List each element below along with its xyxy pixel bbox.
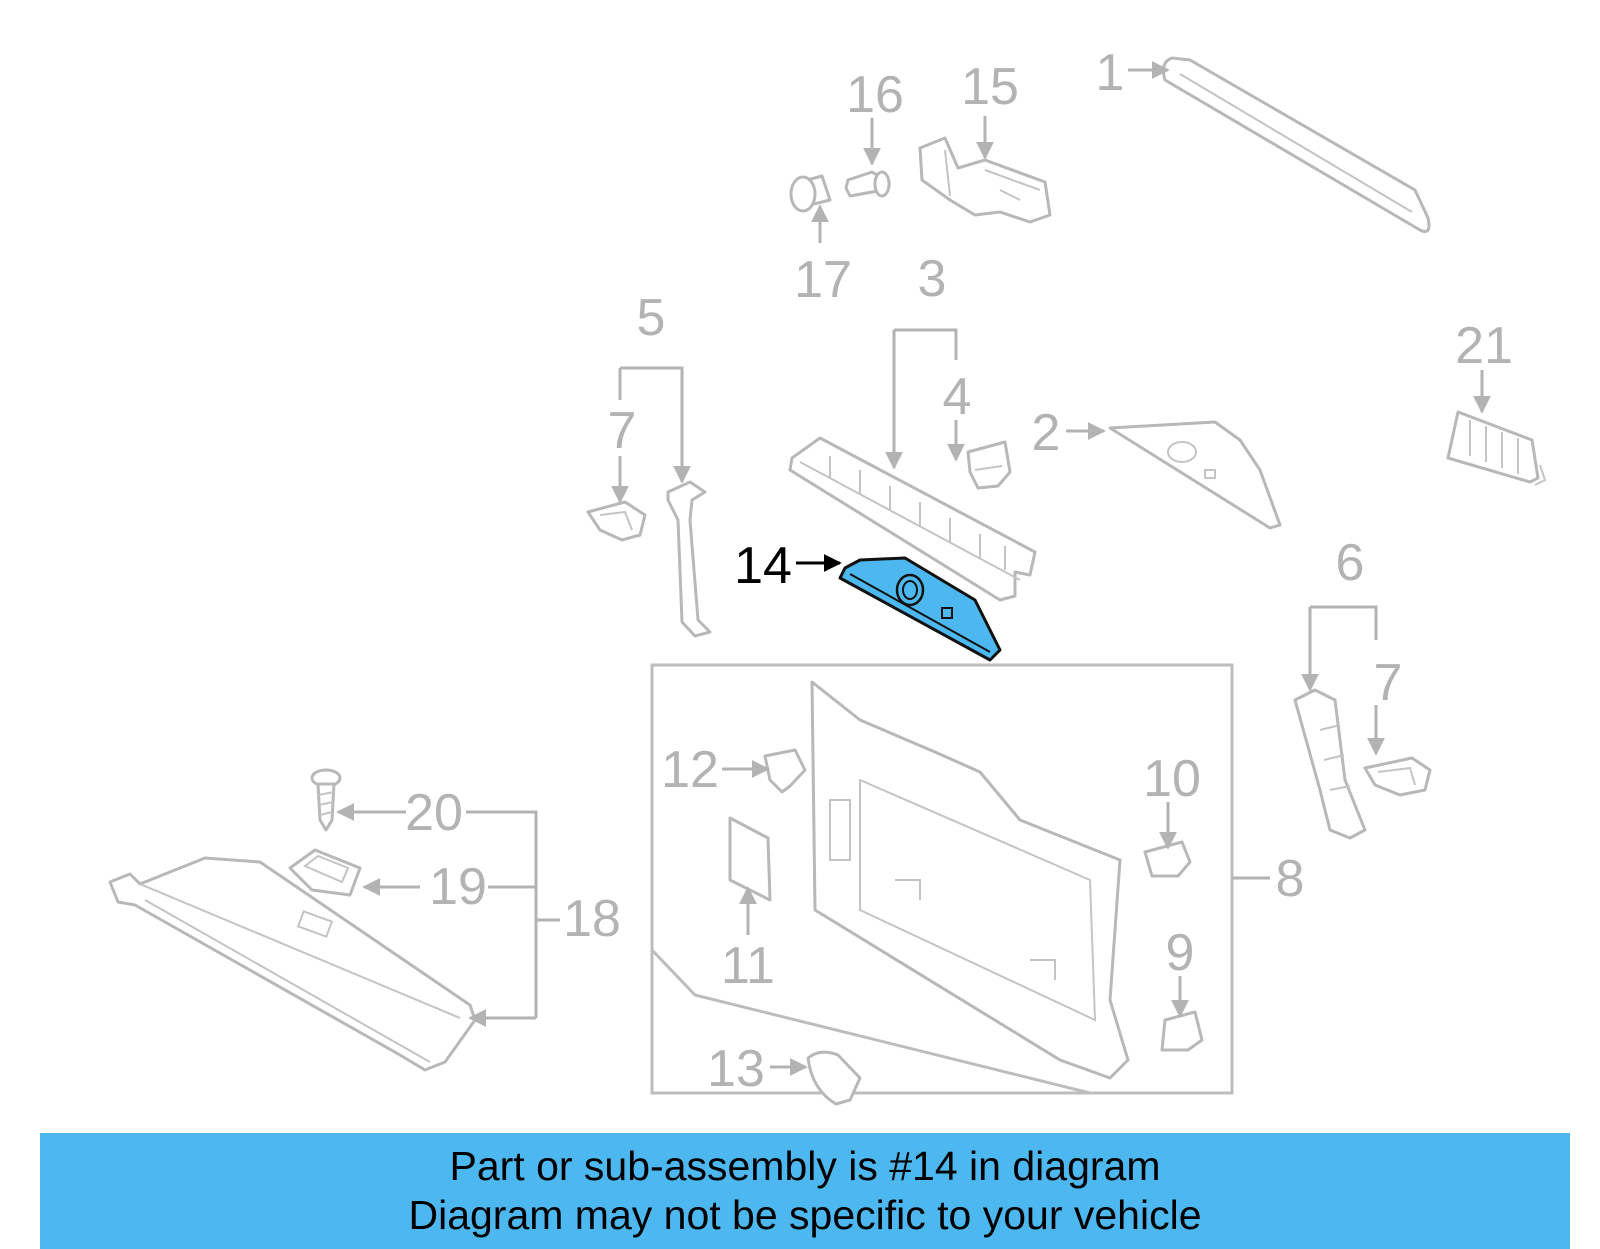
callout-4: 4 <box>943 368 972 426</box>
callout-12: 12 <box>661 741 719 799</box>
callout-21: 21 <box>1455 317 1513 375</box>
callout-10: 10 <box>1143 750 1201 808</box>
part-7-clip-left <box>586 500 647 542</box>
callout-7-left: 7 <box>608 402 637 460</box>
leader-lines <box>336 61 1491 1076</box>
part-8-quarter-panel <box>810 680 1130 1080</box>
parts-diagram: 1 15 16 17 3 4 2 21 5 7 6 7 8 12 11 10 9… <box>108 44 1547 1106</box>
callout-5: 5 <box>637 289 666 347</box>
part-5-pillar-trim-left <box>666 480 712 638</box>
callout-11: 11 <box>721 937 775 995</box>
part-13-plug <box>806 1050 862 1106</box>
callout-3: 3 <box>918 250 947 308</box>
part-3-sill-plate <box>788 436 1037 602</box>
banner-line-1: Part or sub-assembly is #14 in diagram <box>449 1143 1161 1189</box>
part-1-upper-trim <box>1162 56 1431 233</box>
part-7-clip-right <box>1363 756 1432 797</box>
callout-14-highlighted: 14 <box>734 537 792 595</box>
info-banner: Part or sub-assembly is #14 in diagram D… <box>40 1133 1570 1249</box>
part-6-pillar-trim-right <box>1293 688 1367 840</box>
part-20-screw <box>310 768 342 832</box>
part-12-clip <box>763 748 807 794</box>
part-19-escutcheon <box>288 848 362 897</box>
part-14-highlighted-trim <box>838 556 1002 662</box>
callout-labels: 1 15 16 17 3 4 2 21 5 7 6 7 8 12 11 10 9… <box>405 44 1513 1098</box>
callout-7-right: 7 <box>1374 654 1403 712</box>
callout-13: 13 <box>707 1040 765 1098</box>
callout-15: 15 <box>961 58 1019 116</box>
banner-line-2: Diagram may not be specific to your vehi… <box>408 1192 1202 1238</box>
part-4-clip <box>966 440 1012 490</box>
part-11-cover <box>728 816 772 902</box>
part-9-clip <box>1160 1010 1204 1052</box>
callout-2: 2 <box>1032 404 1061 462</box>
callout-6: 6 <box>1336 534 1365 592</box>
part-16-clip <box>844 170 891 198</box>
callout-1: 1 <box>1096 44 1125 102</box>
callout-9: 9 <box>1166 924 1195 982</box>
callout-16: 16 <box>846 66 904 124</box>
callout-8: 8 <box>1276 850 1305 908</box>
part-21-vent <box>1446 410 1547 486</box>
callout-20: 20 <box>405 784 463 842</box>
part-15-bracket <box>918 136 1052 224</box>
part-2-side-panel <box>1108 420 1282 530</box>
callout-17: 17 <box>794 251 852 309</box>
callout-18: 18 <box>563 890 621 948</box>
part-17-push-pin <box>789 174 832 213</box>
part-18-cargo-cover <box>108 856 477 1072</box>
callout-19: 19 <box>429 858 487 916</box>
